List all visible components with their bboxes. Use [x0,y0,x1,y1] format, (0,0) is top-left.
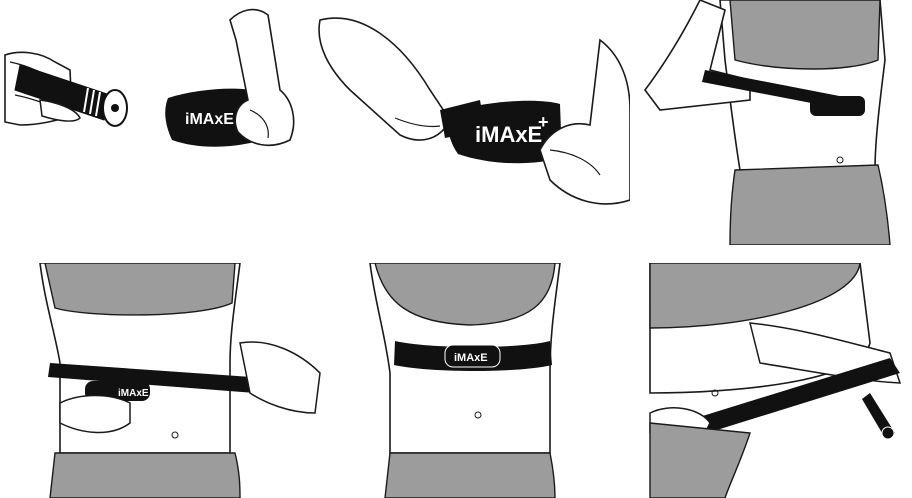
sensor-unit-on-strap: iMAxE + [448,100,562,164]
sensor-logo-plus: + [538,112,549,132]
sensor-logo-small: iMAxE [118,388,149,399]
step-2-illustration: iMAxE + [318,17,630,205]
step-4-buckle-strap-panel: iMAxE [0,263,330,498]
step-6-illustration [649,263,902,498]
step-4-illustration: iMAxE [39,263,321,498]
step-3-illustration [644,0,891,245]
sensor-logo-large: iMAxE [475,122,542,147]
step-3-wrap-strap-panel [630,0,912,245]
sensor-logo-worn: iMAxE [454,352,488,364]
step-6-remove-strap-panel [630,263,912,498]
sensor-logo: iMAxE [185,111,234,128]
step-5-illustration: iMAxE [369,263,561,498]
battery-cover-icon [102,89,128,127]
step-1-insert-battery-panel: iMAxE [0,0,300,165]
step-2-attach-sensor-panel: iMAxE + [300,0,630,235]
step-5-strap-worn-panel: iMAxE [330,263,630,498]
step-1-illustration: iMAxE [4,8,295,147]
